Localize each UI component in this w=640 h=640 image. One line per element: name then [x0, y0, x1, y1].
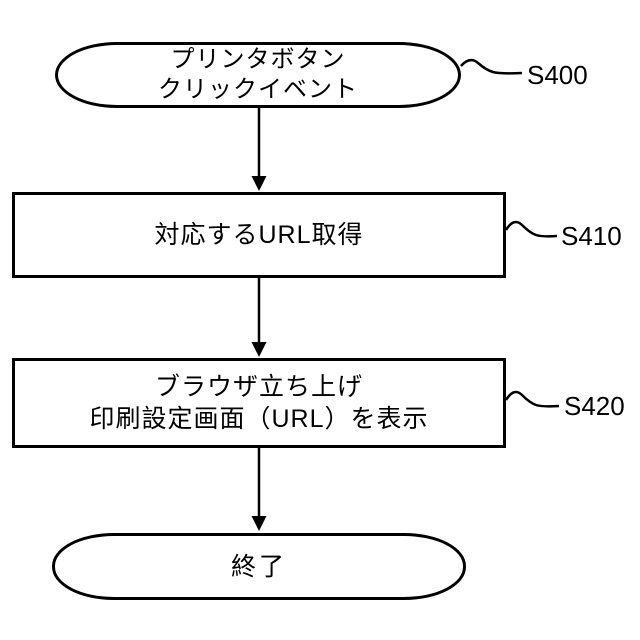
node-start-text-line1: プリンタボタン: [170, 46, 346, 73]
step-label-s410: S410: [561, 221, 622, 251]
arrow-s410-to-s420: [251, 278, 267, 357]
step-label-s420: S420: [564, 391, 625, 421]
node-process-get-url: 対応するURL取得: [12, 192, 506, 278]
node-get-url-text: 対応するURL取得: [154, 221, 364, 249]
node-launch-browser-text-line1: ブラウザ立ち上げ: [154, 373, 363, 401]
node-end-terminator: 終了: [52, 533, 466, 600]
node-end-text: 終了: [230, 552, 287, 581]
node-launch-browser-text-line2: 印刷設定画面（URL）を表示: [89, 405, 429, 433]
step-label-s400: S400: [527, 60, 588, 90]
node-start-terminator: プリンタボタン クリックイベント: [55, 42, 461, 108]
node-start-text-line2: クリックイベント: [158, 76, 358, 103]
arrow-start-to-s410: [251, 108, 267, 191]
label-connector-s420: [504, 390, 560, 408]
label-connector-s410: [504, 220, 558, 238]
node-process-launch-browser: ブラウザ立ち上げ 印刷設定画面（URL）を表示: [12, 358, 506, 448]
arrow-s420-to-end: [251, 448, 267, 531]
label-connector-s400: [460, 58, 523, 75]
